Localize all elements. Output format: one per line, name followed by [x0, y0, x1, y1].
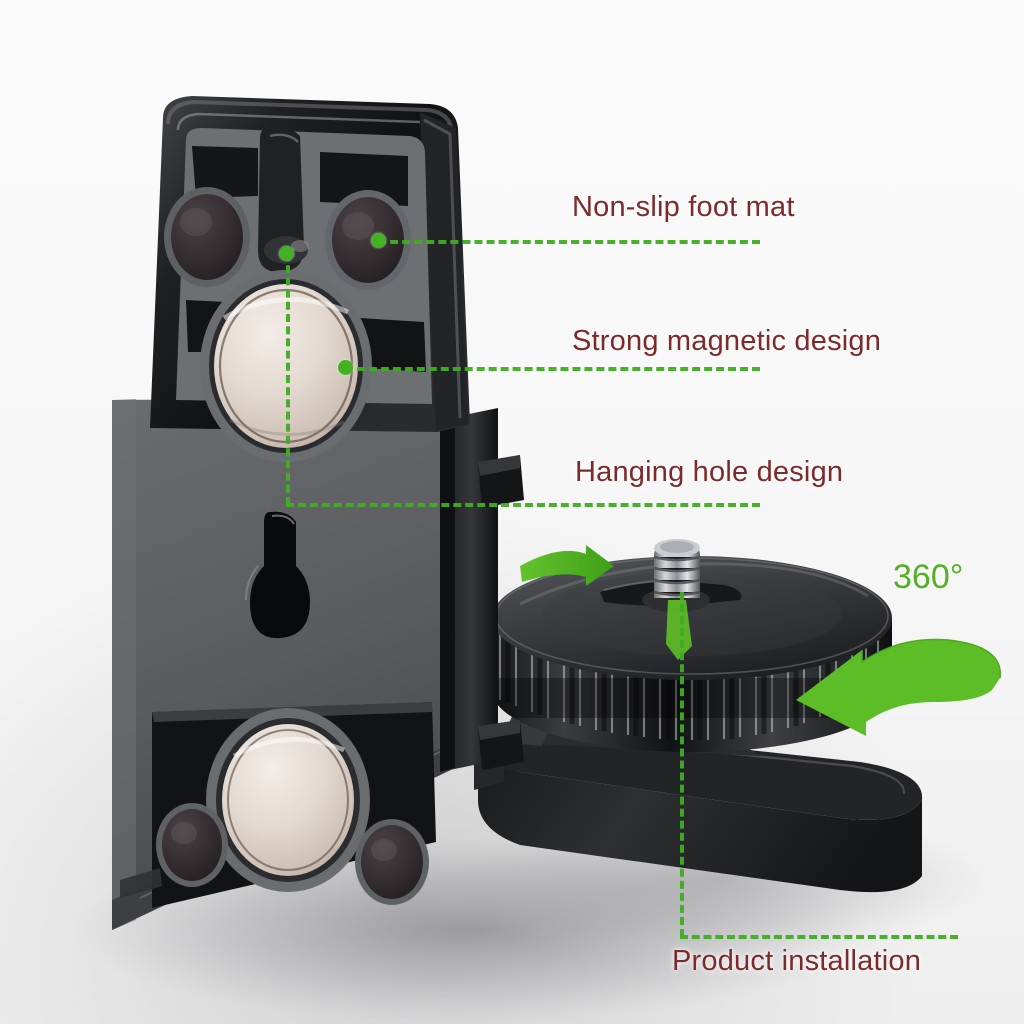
leader-line-hanging-hole-design [286, 503, 760, 507]
leader-dot-hanging-hole-design [279, 246, 294, 261]
leader-dot-non-slip-foot-mat [371, 233, 386, 248]
magnet-bottom-graphic [206, 708, 370, 892]
keyhole-graphic [245, 511, 310, 639]
rubber-pad-bottom-left-graphic [156, 803, 228, 887]
callout-label-non-slip-foot-mat: Non-slip foot mat [572, 191, 795, 223]
tripod-screw-graphic [653, 539, 701, 598]
leader-line-product-installation-vertical [680, 592, 684, 937]
rotation-arrow-top-graphic [520, 545, 614, 586]
rubber-pad-bottom-right-graphic [355, 819, 429, 905]
callout-label-strong-magnetic-design: Strong magnetic design [572, 325, 882, 357]
leader-dot-strong-magnetic-design [338, 360, 353, 375]
rubber-pad-top-right-graphic [325, 190, 411, 290]
leader-line-strong-magnetic-design [345, 367, 760, 371]
callout-label-hanging-hole-design: Hanging hole design [575, 456, 844, 488]
callout-label-product-installation: Product installation [672, 945, 922, 977]
leader-line-product-installation [680, 935, 958, 939]
rubber-pad-top-left-graphic [164, 187, 250, 287]
rotation-degree-label: 360° [893, 558, 964, 596]
leader-line-non-slip-foot-mat [378, 240, 760, 244]
rotation-arrow-bottom-graphic [796, 638, 1001, 736]
leader-line-hanging-hole-vertical [286, 253, 290, 505]
